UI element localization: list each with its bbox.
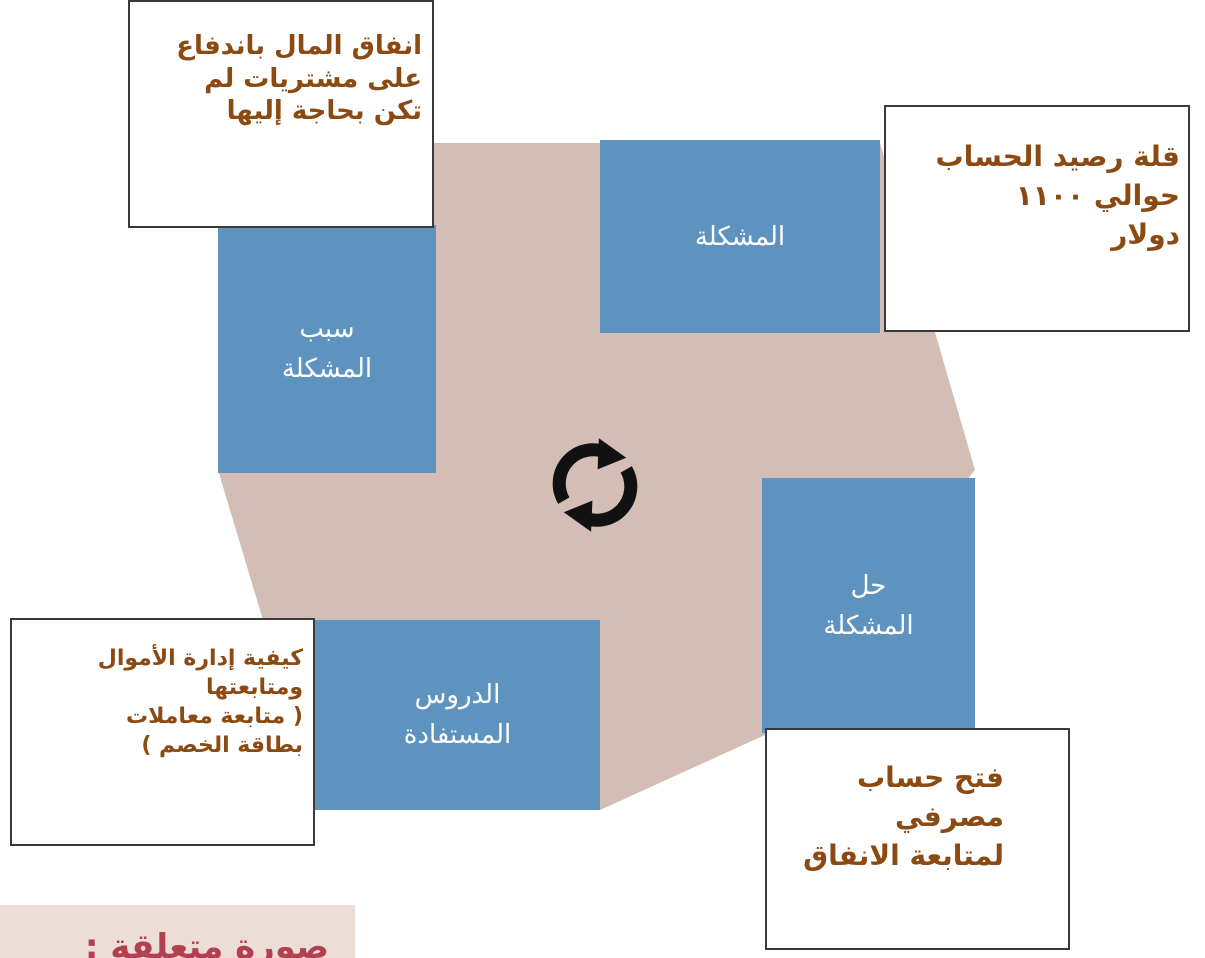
solution-tile-label-line-1: حل bbox=[850, 570, 887, 601]
problem-note-line-3: دولار bbox=[1111, 218, 1180, 252]
solution-tile-label-line-2: المشكلة bbox=[823, 610, 914, 641]
lessons-note-line-3: ( متابعة معاملات bbox=[126, 704, 303, 730]
caption-text: صورة متعلقة : bbox=[84, 927, 329, 958]
solution-note: فتح حساب مصرفي لمتابعة الانفاق bbox=[765, 728, 1070, 950]
cause-note: انفاق المال باندفاع على مشتريات لم تكن ب… bbox=[128, 0, 434, 228]
problem-note: قلة رصيد الحساب حوالي ١١٠٠ دولار bbox=[884, 105, 1190, 332]
problem-note-line-1: قلة رصيد الحساب bbox=[935, 140, 1180, 173]
lessons-tile-label-line-2: المستفادة bbox=[403, 720, 512, 750]
problem-tile: المشكلة bbox=[600, 140, 880, 333]
cause-tile-label-line-1: سبب bbox=[299, 314, 355, 344]
cause-tile: سبب المشكلة bbox=[218, 225, 436, 473]
solution-note-line-2: مصرفي bbox=[894, 800, 1004, 834]
lessons-note-line-4: بطاقة الخصم ) bbox=[141, 733, 303, 759]
lessons-tile-label-line-1: الدروس bbox=[414, 680, 501, 710]
caption-bar: صورة متعلقة : bbox=[0, 905, 355, 958]
cycle-arrows-icon bbox=[552, 438, 638, 532]
cause-note-line-2: على مشتريات لم bbox=[204, 63, 422, 94]
solution-tile: حل المشكلة bbox=[762, 478, 975, 733]
cause-note-line-3: تكن بحاجة إليها bbox=[226, 96, 422, 126]
lessons-tile: الدروس المستفادة bbox=[315, 620, 600, 810]
problem-note-line-2: حوالي ١١٠٠ bbox=[1015, 179, 1180, 213]
lessons-note-line-1: كيفية إدارة الأموال bbox=[97, 646, 303, 671]
cause-tile-label-line-2: المشكلة bbox=[281, 354, 373, 384]
solution-note-line-3: لمتابعة الانفاق bbox=[803, 839, 1004, 873]
cause-note-line-1: انفاق المال باندفاع bbox=[176, 31, 422, 61]
solution-note-line-1: فتح حساب bbox=[856, 761, 1004, 794]
problem-tile-label: المشكلة bbox=[694, 221, 786, 252]
lessons-note-line-2: ومتابعتها bbox=[206, 675, 303, 701]
lessons-note: كيفية إدارة الأموال ومتابعتها ( متابعة م… bbox=[10, 618, 315, 846]
